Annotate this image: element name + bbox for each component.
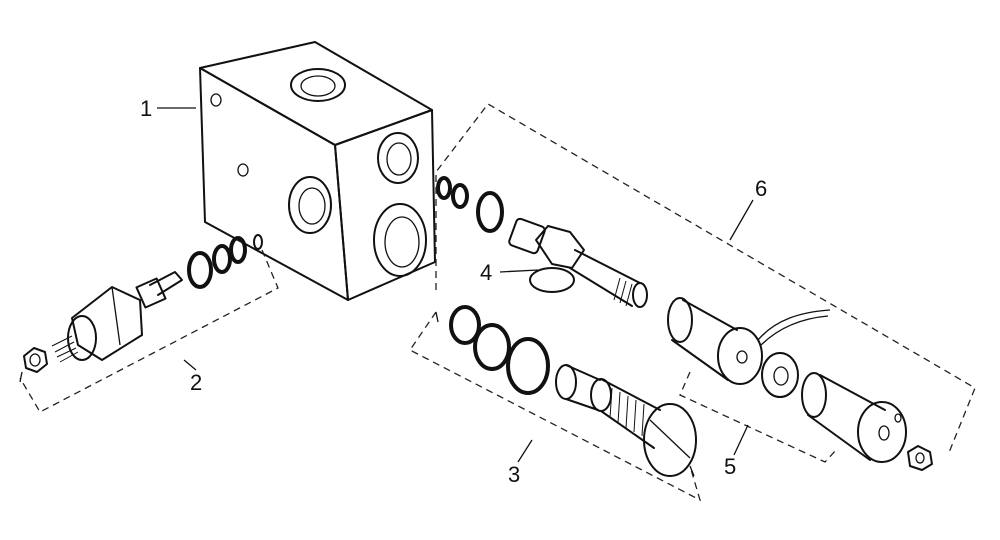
group-outlines: [19, 103, 976, 502]
callout-1: 1: [140, 96, 152, 121]
check-cartridge: [449, 305, 697, 477]
callout-4: 4: [480, 260, 492, 285]
callout-2: 2: [190, 370, 202, 395]
callout-5: 5: [724, 454, 736, 479]
callout-3: 3: [508, 462, 520, 487]
solenoid-tube: [436, 176, 648, 308]
solenoid-coil-assembly: [667, 297, 933, 471]
leader-lines: [157, 107, 754, 463]
callout-6: 6: [755, 176, 767, 201]
relief-cartridge: [23, 234, 263, 373]
manifold-block: [199, 41, 436, 301]
